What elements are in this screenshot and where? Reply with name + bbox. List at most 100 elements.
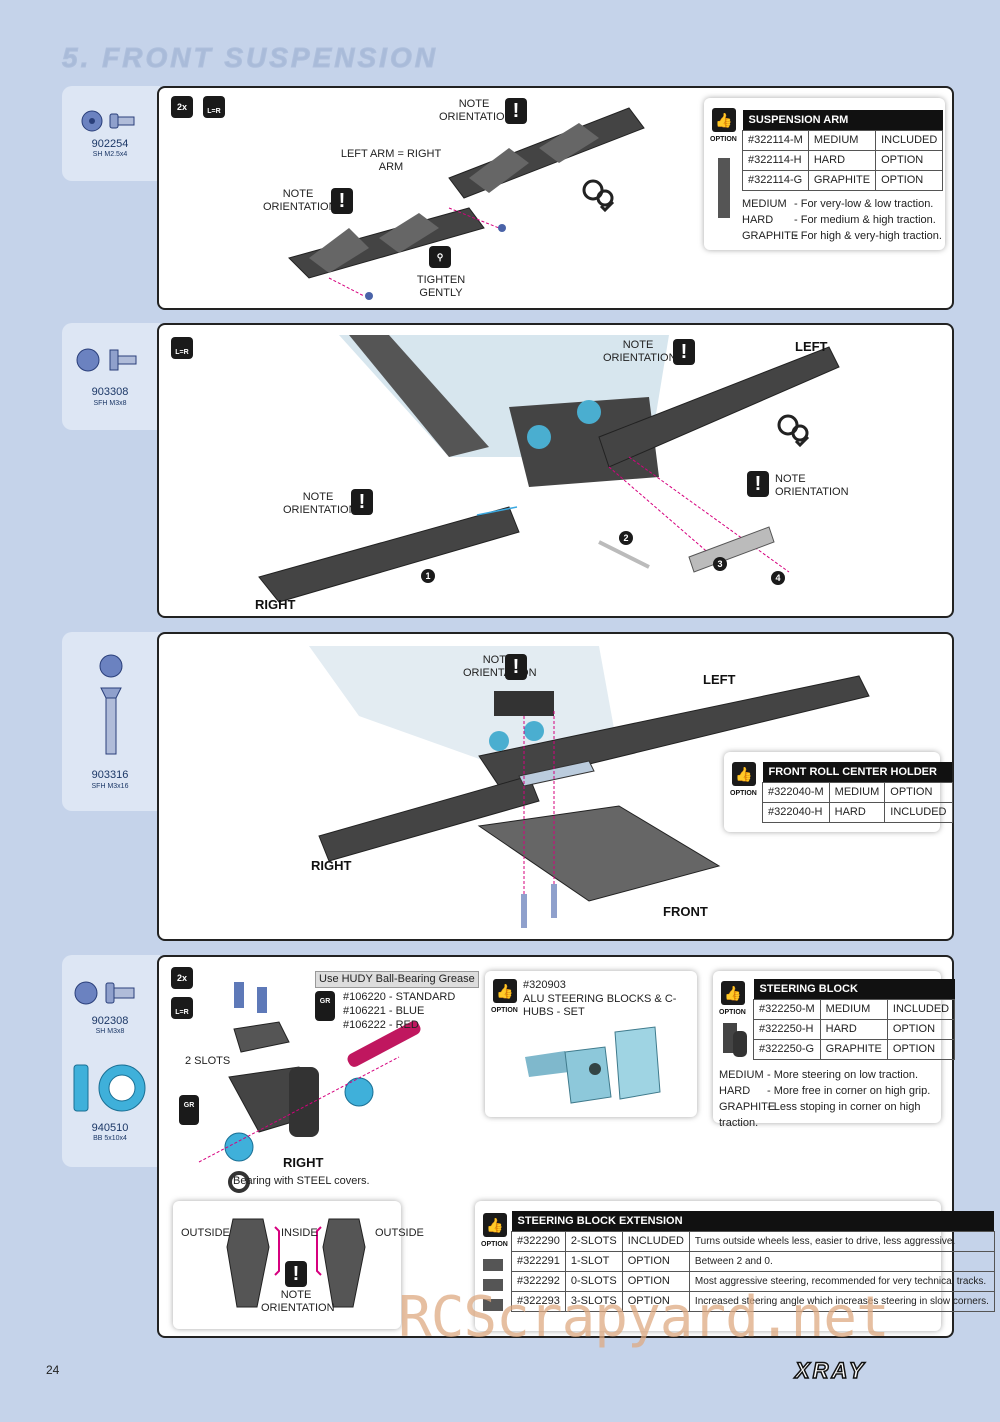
thumb-up-icon: 👍 (483, 1213, 507, 1237)
note-label: NOTE ORIENTATION (603, 339, 677, 364)
cell: #322114-M (742, 129, 809, 151)
inside-label: INSIDE (281, 1227, 318, 1239)
outside-label: OUTSIDE (375, 1227, 424, 1239)
step-number: 4 (771, 571, 785, 585)
note-key: HARD (742, 214, 774, 226)
right-label: RIGHT (283, 1155, 324, 1170)
cell: INCLUDED (875, 129, 944, 151)
note-key: GRAPHITE (742, 230, 799, 242)
grease-item: #106221 - BLUE (343, 1005, 425, 1017)
cell: #322114-G (742, 169, 809, 191)
cell: 1-SLOT (564, 1250, 623, 1272)
cell: #322040-H (762, 801, 830, 823)
alu-steering-box: 👍 OPTION #320903 ALU STEERING BLOCKS & C… (485, 971, 697, 1117)
note-icon: ! (505, 98, 527, 124)
left-label: LEFT (703, 672, 736, 687)
note-key: MEDIUM (742, 198, 787, 210)
bearing-label: Bearing with STEEL covers. (233, 1175, 370, 1187)
note-label: NOTE ORIENTATION (439, 98, 513, 123)
cell: #322040-M (762, 781, 830, 803)
part-size: SFH M3x16 (91, 783, 129, 790)
part-code: 903316 (91, 769, 129, 781)
note-text: - More free in corner on high grip. (767, 1085, 931, 1097)
step-panel-1: 2x L=R LEFT ARM = RIGHT ARM NOTE ORIENTA… (157, 86, 954, 310)
table-title: FRONT ROLL CENTER HOLDER (762, 762, 952, 782)
cell: OPTION (886, 1018, 956, 1040)
cell: INCLUDED (621, 1230, 690, 1252)
note-text: - Less stoping in corner on high tractio… (719, 1101, 921, 1129)
cell: MEDIUM (828, 781, 886, 803)
part-size: SH M3x8 (95, 1028, 125, 1035)
screw-icon (99, 654, 123, 755)
cell: HARD (828, 801, 886, 823)
left-label: LEFT (795, 339, 828, 354)
cell: OPTION (875, 169, 944, 191)
count-badge: 2x (171, 96, 193, 118)
page-title: 5. FRONT SUSPENSION (62, 42, 438, 74)
note-text: - For high & very-high traction. (794, 230, 942, 242)
cell: INCLUDED (884, 801, 953, 823)
option-box-roll-center: 👍 OPTION FRONT ROLL CENTER HOLDER #32204… (724, 752, 953, 832)
thumb-up-icon: 👍 (721, 981, 745, 1005)
option-label: OPTION (491, 1007, 518, 1014)
cell: Increased steering angle which increases… (688, 1290, 995, 1312)
cell: Turns outside wheels less, easier to dri… (688, 1230, 995, 1252)
front-label: FRONT (663, 904, 708, 919)
steering-orientation-box: OUTSIDE INSIDE OUTSIDE ! NOTE ORIENTATIO… (173, 1201, 424, 1329)
part-tab-2: 903308 SFH M3x8 (62, 323, 160, 430)
note-text: - More steering on low traction. (767, 1069, 919, 1081)
page-number: 24 (46, 1363, 60, 1377)
cell: #322250-H (753, 1018, 821, 1040)
note-icon: ! (331, 188, 353, 214)
count-badge: 2x (171, 967, 193, 989)
option-notes: MEDIUM- For very-low & low traction. HAR… (742, 196, 942, 244)
cell: Between 2 and 0. (688, 1250, 995, 1272)
step-panel-3: NOTE ORIENTATION ! LEFT RIGHT FRONT 👍 OP… (157, 632, 954, 941)
right-label: RIGHT (311, 858, 352, 873)
lr-badge: L=R (203, 96, 225, 118)
screw-icon (81, 110, 135, 132)
step-panel-2: L=R NOTE ORIENTATION ! LEFT NOTE ORIENTA… (157, 323, 954, 618)
front-bulkhead-diagram (258, 335, 840, 603)
outside-label: OUTSIDE (181, 1227, 230, 1239)
part-code: 902254 (91, 138, 129, 150)
hudy-gr-icon: GR (315, 991, 335, 1021)
step-number: 2 (619, 531, 633, 545)
hudy-gr-icon: GR (179, 1095, 199, 1125)
cell: 2-SLOTS (564, 1230, 623, 1252)
grease-item: #106222 - RED (343, 1019, 419, 1031)
cell: OPTION (886, 1038, 956, 1060)
alu-parts-image (525, 1026, 661, 1104)
steering-block-orientation-diagram (226, 1218, 366, 1308)
table-title: SUSPENSION ARM (742, 110, 943, 130)
screw-icon (76, 348, 137, 372)
option-box-steering-extension: 👍 OPTION STEERING BLOCK EXTENSION #32229… (475, 1201, 995, 1331)
screwdriver-icon: ⚲ (429, 246, 451, 268)
option-label: OPTION (719, 1009, 746, 1016)
gear-check-icon (582, 179, 615, 213)
thumb-up-icon: 👍 (732, 762, 756, 786)
cell: GRAPHITE (819, 1038, 888, 1060)
note-label: NOTE ORIENTATION (775, 473, 849, 498)
cell: HARD (819, 1018, 888, 1040)
part-size: SFH M3x8 (93, 400, 127, 407)
table-title: STEERING BLOCK EXTENSION (511, 1211, 995, 1231)
step-number: 3 (713, 557, 727, 571)
arm-thumbnail (718, 158, 730, 218)
note-icon: ! (351, 489, 373, 515)
watermark: RCScrapyard.net (398, 1285, 890, 1350)
part-tab-1: 902254 SH M2.5x4 (62, 86, 160, 181)
note-text: - For medium & high traction. (794, 214, 936, 226)
note-icon: ! (285, 1261, 307, 1287)
